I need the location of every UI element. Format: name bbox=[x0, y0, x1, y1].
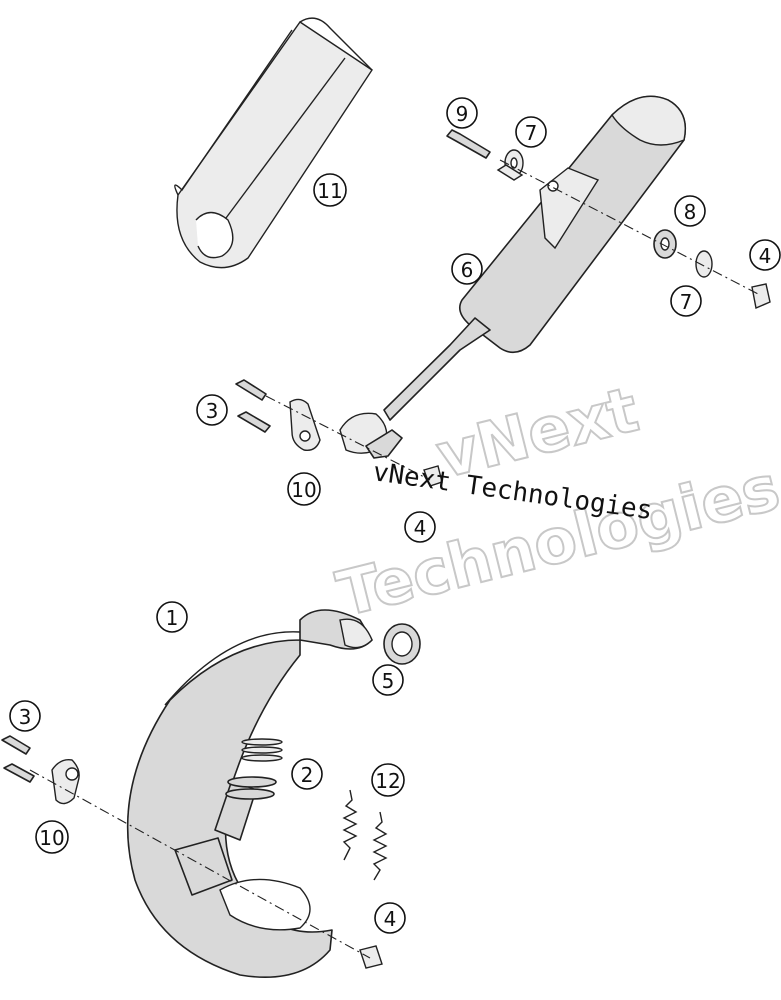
callout-1: 1 bbox=[156, 601, 188, 633]
o-ring-set bbox=[225, 738, 283, 800]
exhaust-springs bbox=[342, 789, 388, 881]
exhaust-sleeve-ring bbox=[383, 623, 421, 665]
svg-text:10: 10 bbox=[39, 826, 64, 850]
svg-text:4: 4 bbox=[384, 907, 397, 931]
callout-10: 10 bbox=[287, 472, 321, 506]
callout-4: 4 bbox=[404, 511, 436, 543]
svg-text:1: 1 bbox=[166, 606, 179, 630]
callout-7: 7 bbox=[670, 285, 702, 317]
callout-4: 4 bbox=[749, 239, 781, 271]
callout-2: 2 bbox=[291, 758, 323, 790]
upper-mount-hardware bbox=[446, 129, 771, 309]
callout-3: 3 bbox=[9, 700, 41, 732]
middle-mount-hardware bbox=[235, 379, 443, 487]
svg-text:4: 4 bbox=[759, 244, 772, 268]
svg-text:3: 3 bbox=[19, 705, 32, 729]
callout-3: 3 bbox=[196, 394, 228, 426]
svg-text:12: 12 bbox=[375, 769, 400, 793]
callout-8: 8 bbox=[674, 195, 706, 227]
svg-text:4: 4 bbox=[414, 516, 427, 540]
heat-shield-sleeve bbox=[174, 17, 373, 269]
svg-text:10: 10 bbox=[291, 478, 316, 502]
lower-mount-hardware bbox=[1, 735, 383, 969]
silencer-muffler bbox=[339, 95, 687, 459]
callout-6: 6 bbox=[451, 253, 483, 285]
callout-11: 11 bbox=[313, 173, 347, 207]
svg-text:9: 9 bbox=[456, 102, 469, 126]
svg-text:11: 11 bbox=[317, 179, 342, 203]
svg-text:8: 8 bbox=[684, 200, 697, 224]
svg-text:3: 3 bbox=[206, 399, 219, 423]
callout-10: 10 bbox=[35, 820, 69, 854]
svg-text:7: 7 bbox=[525, 121, 538, 145]
svg-text:6: 6 bbox=[461, 258, 474, 282]
callout-5: 5 bbox=[372, 664, 404, 696]
svg-text:7: 7 bbox=[680, 290, 693, 314]
callout-4: 4 bbox=[374, 902, 406, 934]
callout-12: 12 bbox=[371, 763, 405, 797]
callout-9: 9 bbox=[446, 97, 478, 129]
svg-text:5: 5 bbox=[382, 669, 395, 693]
callout-7: 7 bbox=[515, 116, 547, 148]
svg-text:2: 2 bbox=[301, 763, 314, 787]
